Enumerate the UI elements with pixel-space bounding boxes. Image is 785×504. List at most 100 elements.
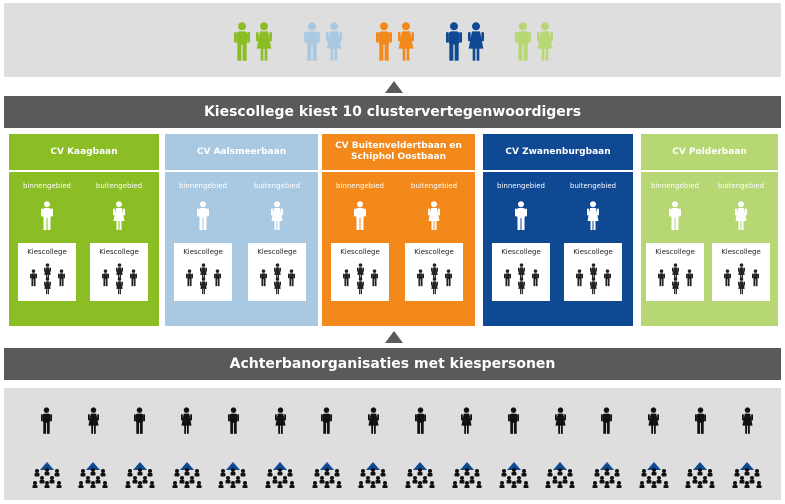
top-band [4, 3, 781, 77]
man-icon [288, 269, 295, 291]
woman-icon [200, 263, 207, 285]
crowd-icon [545, 466, 575, 492]
arrow-up-icon [646, 455, 661, 474]
woman-icon [428, 200, 440, 236]
banner-kiescollege: Kiescollege kiest 10 clustervertegenwoor… [4, 96, 781, 128]
cluster-title: CV Kaagbaan [9, 134, 159, 172]
kiescollege-label: Kiescollege [655, 248, 695, 256]
cluster-title: CV Polderbaan [641, 134, 778, 172]
kiescollege-box: Kiescollege [492, 243, 550, 301]
arrow-up-icon [366, 455, 381, 474]
man-icon [446, 22, 462, 66]
woman-icon [461, 404, 473, 442]
crowd-icon [452, 466, 482, 492]
woman-icon [256, 22, 272, 66]
crowd-icon [172, 466, 202, 492]
crowd-icon [265, 466, 295, 492]
man-icon [41, 200, 53, 236]
area-label: binnengebied [336, 182, 384, 190]
man-icon [686, 269, 693, 291]
man-icon [371, 269, 378, 291]
kiescollege-box: Kiescollege [248, 243, 306, 301]
man-icon [376, 22, 392, 66]
woman-icon [648, 404, 660, 442]
woman-icon [518, 263, 525, 285]
woman-icon [274, 404, 286, 442]
woman-icon [326, 22, 342, 66]
man-icon [321, 404, 333, 442]
woman-icon [367, 404, 379, 442]
kiescollege-box: Kiescollege [174, 243, 232, 301]
crowd-icon [499, 466, 529, 492]
crowd-icon [218, 466, 248, 492]
kiescollege-label: Kiescollege [721, 248, 761, 256]
arrow-up-icon [226, 455, 241, 474]
kiescollege-label: Kiescollege [573, 248, 613, 256]
arrow-up-icon [413, 455, 428, 474]
crowd-icon [732, 466, 762, 492]
arrow-up-icon [693, 455, 708, 474]
arrow-up-icon [86, 455, 101, 474]
woman-icon [274, 277, 281, 299]
woman-icon [181, 404, 193, 442]
man-icon [601, 404, 613, 442]
man-icon [130, 269, 137, 291]
crowd-icon [405, 466, 435, 492]
man-icon [214, 269, 221, 291]
man-icon [58, 269, 65, 291]
woman-icon [116, 277, 123, 299]
area-label: binnengebied [23, 182, 71, 190]
woman-icon [357, 263, 364, 285]
arrow-up-icon [599, 455, 614, 474]
kiescollege-label: Kiescollege [27, 248, 67, 256]
woman-icon [200, 277, 207, 299]
man-icon [515, 200, 527, 236]
crowd-icon [685, 466, 715, 492]
woman-icon [672, 277, 679, 299]
kiescollege-label: Kiescollege [501, 248, 541, 256]
area-label: buitengebied [569, 182, 617, 190]
area-label: buitengebied [717, 182, 765, 190]
man-icon [658, 269, 665, 291]
man-icon [504, 269, 511, 291]
man-icon [41, 404, 52, 442]
kiescollege-label: Kiescollege [183, 248, 223, 256]
woman-icon [398, 22, 414, 66]
man-icon [576, 269, 583, 291]
woman-icon [44, 277, 51, 299]
man-icon [532, 269, 539, 291]
woman-icon [518, 277, 525, 299]
woman-icon [468, 22, 484, 66]
kiescollege-label: Kiescollege [340, 248, 380, 256]
kiescollege-label: Kiescollege [257, 248, 297, 256]
kiescollege-box: Kiescollege [405, 243, 463, 301]
man-icon [508, 404, 519, 442]
crowd-icon [592, 466, 622, 492]
area-label: binnengebied [651, 182, 699, 190]
man-icon [234, 22, 250, 66]
man-icon [414, 404, 426, 442]
woman-icon [738, 277, 745, 299]
woman-icon [431, 277, 438, 299]
woman-icon [431, 263, 438, 285]
woman-icon [271, 200, 283, 236]
area-label: binnengebied [497, 182, 545, 190]
cluster-card: CV Buitenveldertbaan en Schiphol Oostbaa… [322, 134, 475, 326]
kiescollege-label: Kiescollege [99, 248, 139, 256]
arrow-up-icon [506, 455, 521, 474]
man-icon [227, 404, 239, 442]
banner-achterban: Achterbanorganisaties met kiespersonen [4, 348, 781, 380]
man-icon [669, 200, 681, 236]
area-label: buitengebied [253, 182, 301, 190]
woman-icon [113, 200, 125, 236]
woman-icon [357, 277, 364, 299]
kiescollege-box: Kiescollege [18, 243, 76, 301]
woman-icon [87, 404, 99, 442]
woman-icon [587, 200, 599, 236]
man-icon [102, 269, 109, 291]
man-icon [343, 269, 350, 291]
crowd-icon [312, 466, 342, 492]
